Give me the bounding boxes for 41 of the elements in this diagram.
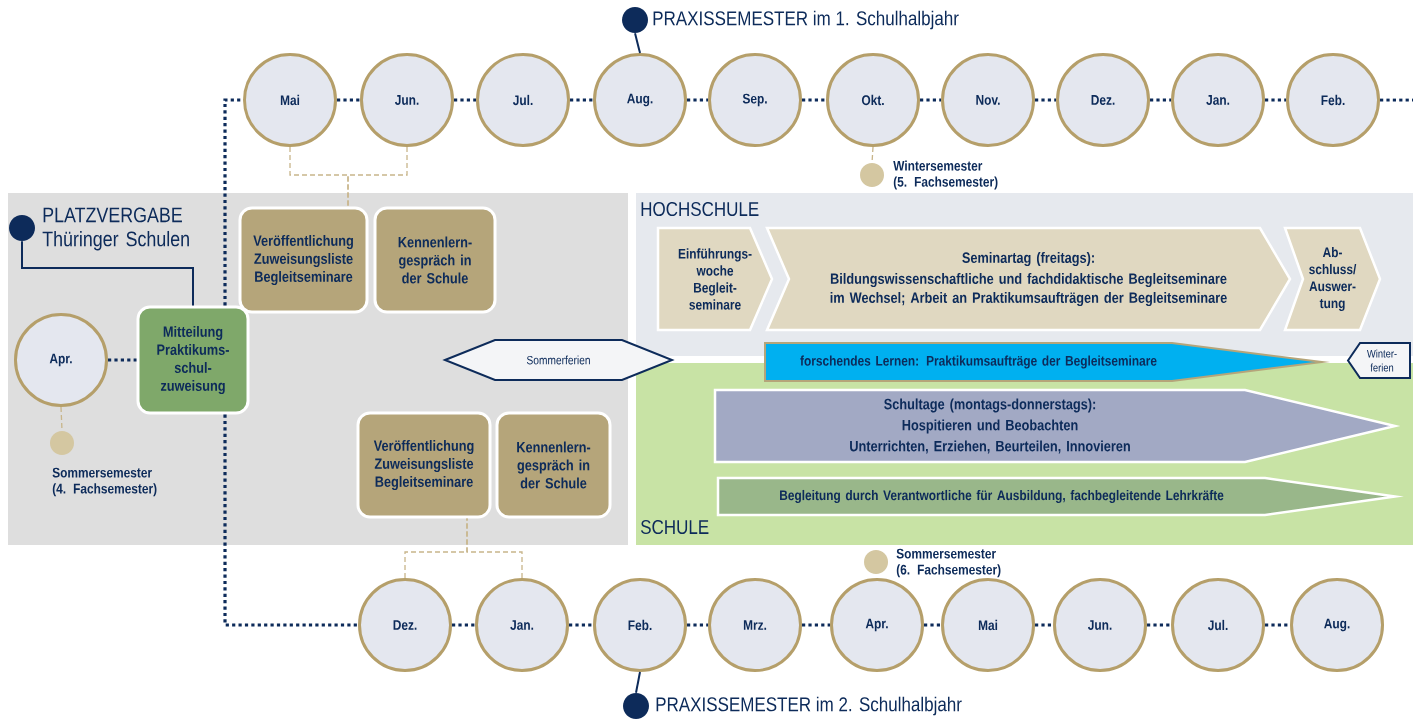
- node-label: Sommersemester (6. Fachsemester): [896, 548, 1001, 578]
- node-label: Wintersemester (5. Fachsemester): [893, 160, 998, 190]
- node-label: Sommersemester (4. Fachsemester): [52, 467, 157, 497]
- timeline-connector: [1150, 98, 1171, 102]
- timeline-connector: [570, 98, 593, 102]
- process-box: Mitteilung Praktikums- schul- zuweisung: [136, 305, 250, 415]
- timeline-connector: [452, 623, 475, 627]
- timeline-connector: [223, 98, 243, 306]
- timeline-connector: [687, 623, 708, 627]
- node-label: PRAXISSEMESTER im 1. Schulhalbjahr: [653, 10, 959, 30]
- node-label: PLATZVERGABE Thüringer Schulen: [42, 207, 189, 251]
- process-box: Kennenlern- gespräch in der Schule: [495, 411, 612, 519]
- timeline-connector: [920, 98, 941, 102]
- node-label: PRAXISSEMESTER im 2. Schulhalbjahr: [656, 696, 962, 716]
- bracket-line: [466, 517, 523, 579]
- timeline-connector: [802, 623, 830, 627]
- leader-line: [634, 32, 641, 54]
- phase-banner: Begleitung durch Verantwortliche für Ausbildung, fachbegleitende Lehrkräfte: [716, 476, 1404, 517]
- timeline-connector: [1147, 623, 1171, 627]
- timeline-connector: [687, 98, 708, 102]
- bracket-line: [289, 146, 349, 208]
- timeline-connector: [108, 358, 137, 362]
- timeline-connector: [569, 623, 593, 627]
- phase-box: Einführungs- woche Begleit- seminare: [656, 226, 774, 332]
- timeline-connector: [223, 414, 358, 627]
- timeline-connector: [1035, 98, 1056, 102]
- process-box: Veröffentlichung Zuweisungsliste Begleitseminare: [238, 206, 369, 314]
- timeline-connector: [1265, 623, 1290, 627]
- phase-box: Ab- schluss/ Auswer- tung: [1283, 226, 1382, 332]
- timeline-connector: [802, 98, 826, 102]
- timeline-connector: [454, 98, 476, 102]
- timeline-connector: [1035, 623, 1053, 627]
- timeline-connector: [337, 98, 360, 102]
- timeline-connector: [924, 623, 941, 627]
- process-box: Kennenlern- gespräch in der Schule: [373, 206, 497, 314]
- leader-line: [635, 671, 641, 694]
- process-box: Veröffentlichung Zuweisungsliste Begleitseminare: [356, 411, 492, 519]
- timeline-connector: [1265, 98, 1286, 102]
- bracket-line: [347, 146, 408, 208]
- leader-line: [21, 240, 194, 307]
- phase-banner: Schultage (montags-donnerstags): Hospitieren und Beobachten Unterrichten, Erziehen, Beurteilen, Innovieren: [713, 388, 1401, 464]
